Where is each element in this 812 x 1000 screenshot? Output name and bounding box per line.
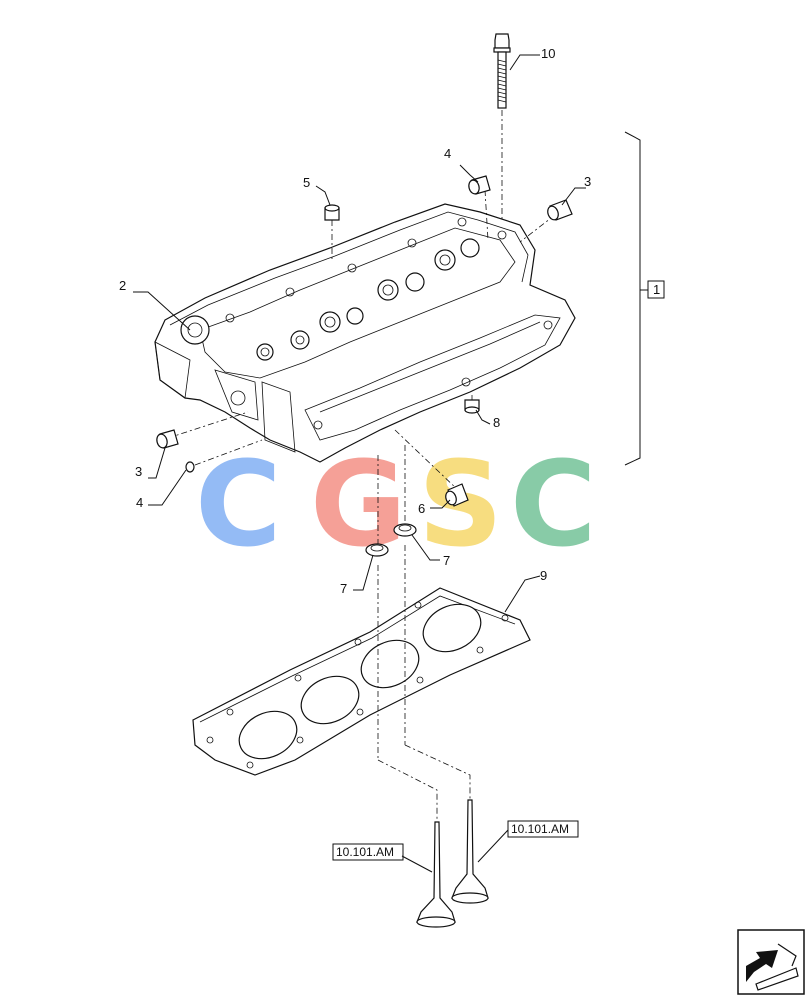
dowel-sleeve-3-top [547, 199, 573, 221]
callout-4-top: 4 [444, 146, 451, 161]
plug-8 [464, 399, 480, 414]
plug-5 [324, 204, 340, 221]
exit-arrow-icon[interactable] [737, 929, 805, 995]
watermark-letter-4: C [510, 435, 597, 573]
head-gasket [192, 587, 531, 776]
callout-8: 8 [493, 415, 500, 430]
dowel-sleeve-3-bottom [156, 429, 179, 449]
cylinder-head [154, 189, 576, 545]
reference-right[interactable]: 10.101.AM [507, 820, 579, 838]
valve-seal-7-left [365, 543, 389, 557]
assembly-bracket [624, 131, 665, 466]
callout-4-bottom: 4 [136, 495, 143, 510]
callout-3-top: 3 [584, 174, 591, 189]
callout-5: 5 [303, 175, 310, 190]
watermark-letter-1: C [195, 435, 282, 573]
watermark-letter-3: S [418, 435, 503, 573]
callout-10: 10 [541, 46, 555, 61]
callout-2: 2 [119, 278, 126, 293]
sleeve-6 [445, 483, 469, 507]
watermark: C G S C [195, 435, 597, 573]
callout-1: 1 [653, 282, 660, 297]
reference-right-label: 10.101.AM [511, 822, 569, 836]
callout-3-bottom: 3 [135, 464, 142, 479]
reference-left[interactable]: 10.101.AM [332, 843, 404, 861]
callout-7-left: 7 [340, 581, 347, 596]
dowel-sleeve-4-top [468, 175, 491, 195]
valve-seal-7-right [393, 523, 417, 537]
reference-left-label: 10.101.AM [336, 845, 394, 859]
callout-leaders [133, 54, 586, 873]
dowel-pin-4-bottom [185, 461, 195, 473]
valves [377, 545, 489, 928]
callout-9: 9 [540, 568, 547, 583]
callout-6: 6 [418, 501, 425, 516]
cylinder-head-bolt [493, 33, 511, 232]
callout-7-right: 7 [443, 553, 450, 568]
